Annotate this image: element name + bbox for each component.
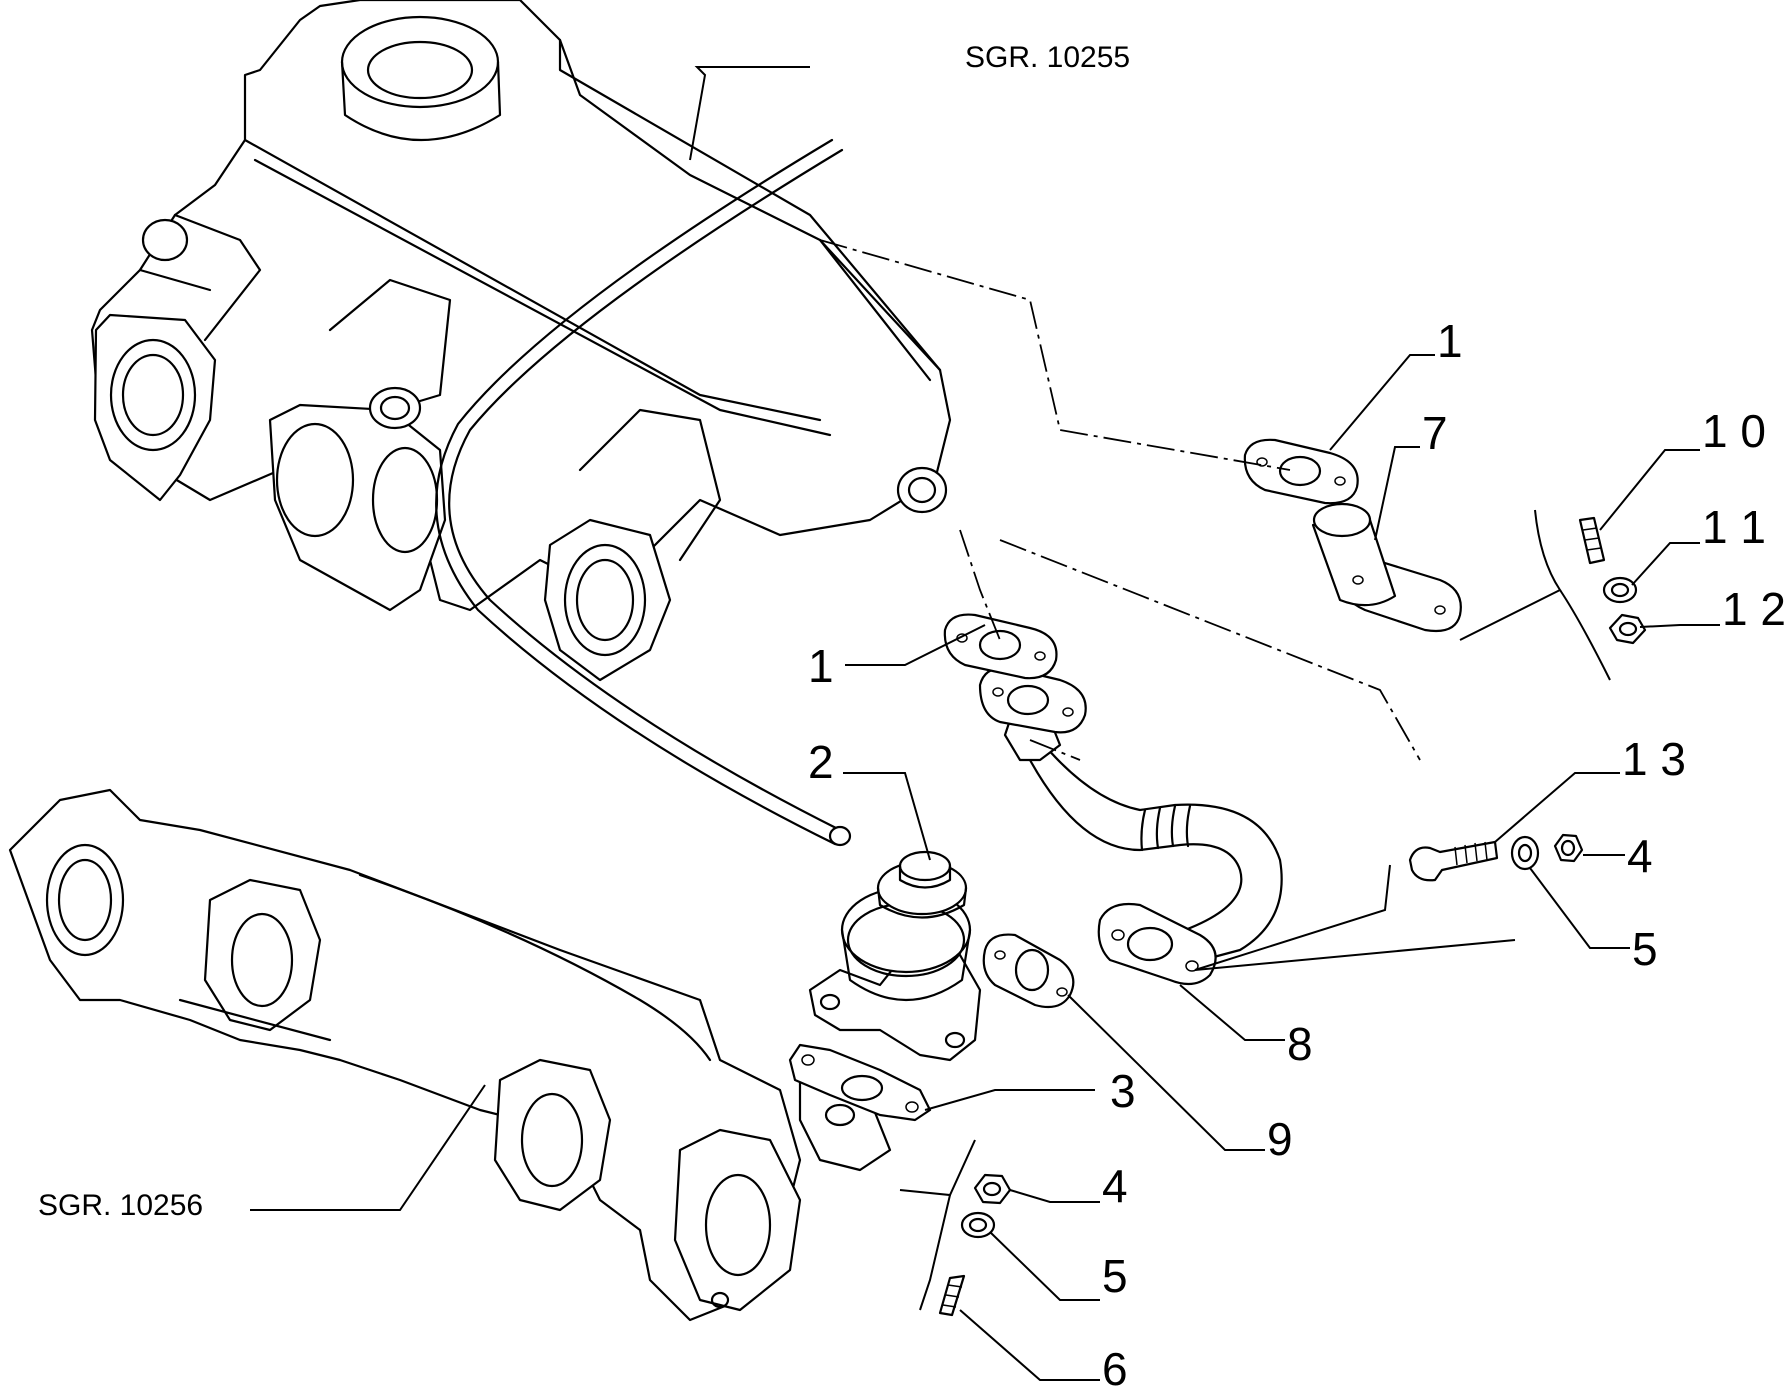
- exhaust-manifold: [8, 788, 892, 1322]
- callout-5-lower: 5: [1102, 1250, 1128, 1302]
- alignment-lines: [819, 239, 1421, 761]
- callout-10: 1 0: [1702, 405, 1766, 457]
- vacuum-hose: [435, 138, 852, 847]
- group-brackets: [899, 509, 1611, 1311]
- gasket-3: [788, 1043, 932, 1122]
- gasket-1-upper: [1243, 438, 1359, 505]
- leader-lines: [250, 66, 1720, 1381]
- callout-7: 7: [1422, 407, 1448, 459]
- fasteners-middle-right: [1408, 833, 1584, 882]
- callout-2: 2: [808, 736, 834, 788]
- reference-label-lower: SGR. 10256: [38, 1189, 203, 1222]
- callout-9: 9: [1267, 1113, 1293, 1165]
- fasteners-lower: [938, 1173, 1012, 1317]
- callout-12: 1 2: [1722, 583, 1786, 635]
- callout-4-lower: 4: [1102, 1160, 1128, 1212]
- callout-3: 3: [1110, 1065, 1136, 1117]
- callout-4-right: 4: [1627, 830, 1653, 882]
- egr-pipe: [978, 666, 1283, 986]
- pipe-7: [1311, 502, 1462, 633]
- fasteners-upper-right: [1578, 516, 1647, 645]
- callout-1-upper: 1: [1437, 315, 1463, 367]
- intake-manifold: [90, 0, 952, 682]
- callout-11: 1 1: [1702, 501, 1766, 553]
- callout-5-right: 5: [1632, 923, 1658, 975]
- callout-1-middle: 1: [808, 640, 834, 692]
- reference-label-upper: SGR. 10255: [965, 41, 1130, 74]
- gasket-9: [982, 933, 1075, 1009]
- callout-8: 8: [1287, 1018, 1313, 1070]
- gasket-1-middle: [943, 613, 1058, 680]
- callout-13: 1 3: [1622, 733, 1686, 785]
- egr-valve: [808, 850, 982, 1062]
- callout-6: 6: [1102, 1343, 1128, 1387]
